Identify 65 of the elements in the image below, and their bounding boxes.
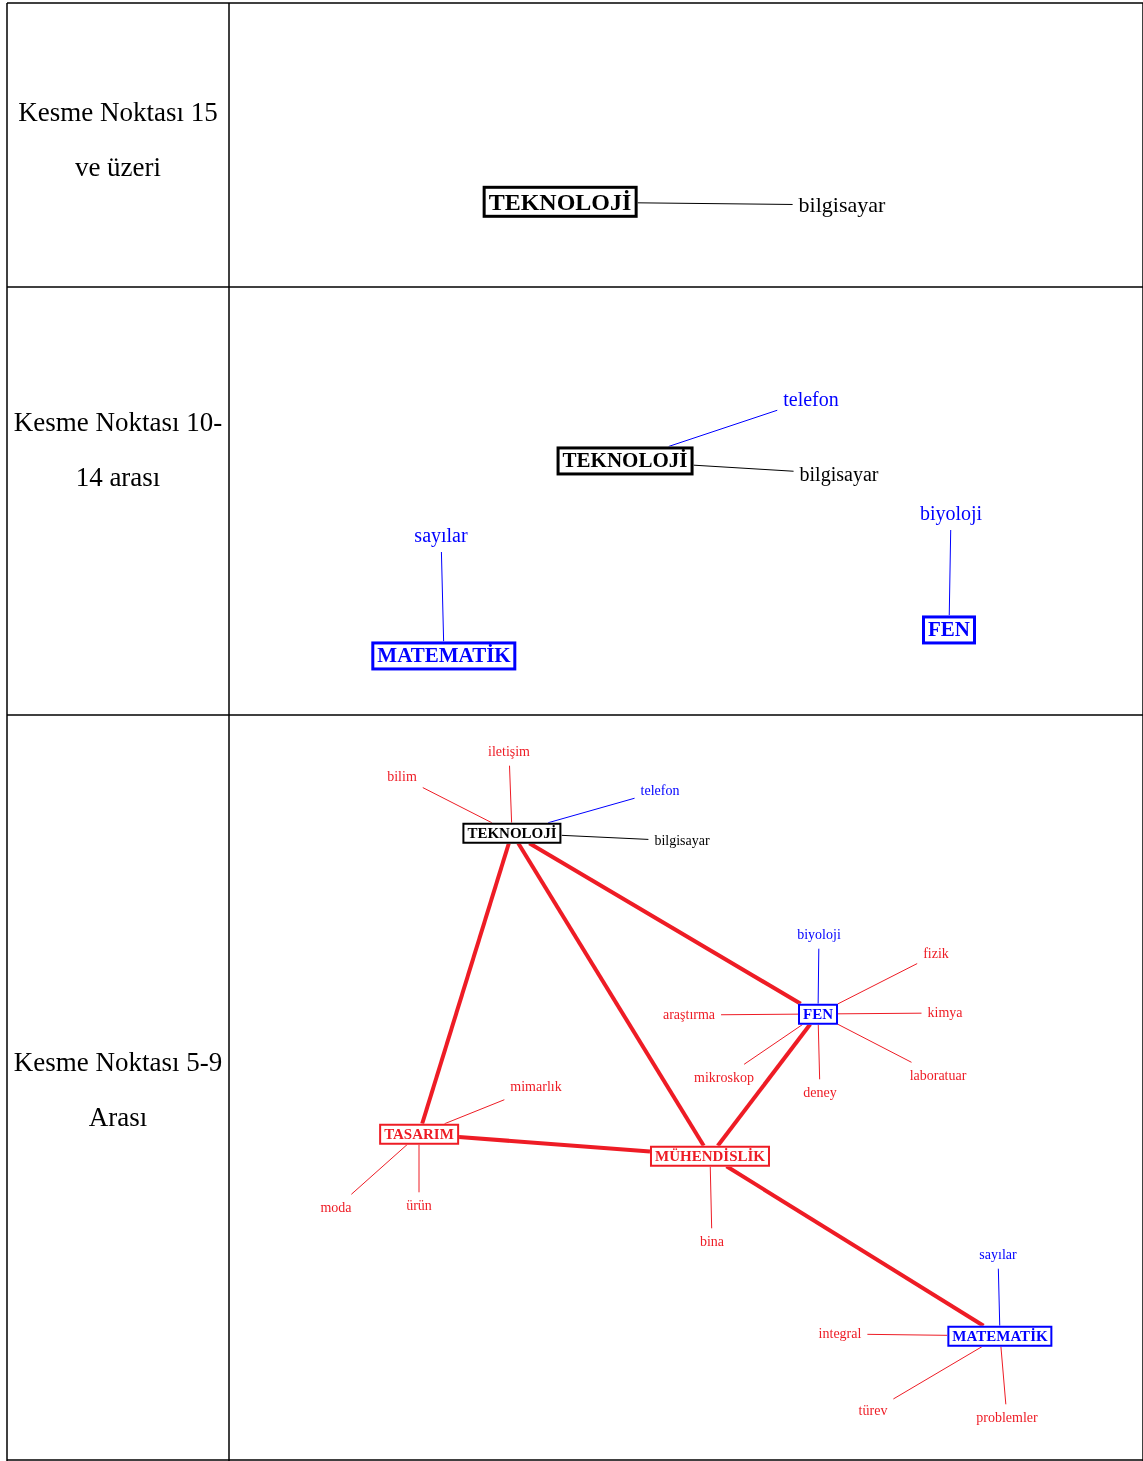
connector-line [440,551,445,642]
connector-line [692,464,795,472]
keyword-text: biyoloji [919,502,983,524]
keyword-text: mikroskop [694,1070,754,1086]
connector-line [547,797,636,824]
connector-line [418,1143,420,1193]
keyword-text: mimarlık [510,1079,562,1095]
keyword-text: bilim [387,769,417,785]
concept-box: TASARIM [379,1123,459,1145]
concept-box: TEKNOLOJİ [482,185,638,219]
connector-line [716,1023,812,1147]
concept-box: TEKNOLOJİ [462,822,562,844]
keyword-text: problemler [976,1410,1038,1426]
keyword-text: deney [803,1085,837,1101]
connector-line [350,1143,408,1195]
keyword-text: bilgisayar [798,192,886,218]
concept-box: MATEMATİK [371,641,517,671]
connector-line [837,1012,922,1015]
connector-line [720,1013,799,1016]
keyword-text: sayılar [979,1247,1017,1263]
keyword-text: moda [320,1200,352,1216]
keyword-text: sayılar [414,524,468,546]
row-header-text: Kesme Noktası 10-14 arası [12,406,224,494]
connector-line [509,765,513,824]
row-header-text: Kesme Noktası 5-9 Arası [12,1046,224,1134]
keyword-text: telefon [783,388,839,410]
keyword-text: iletişim [488,744,530,760]
connector-line [892,1345,984,1400]
keyword-text: bilgisayar [654,833,710,849]
connector-line [817,1023,821,1080]
connector-line [528,841,802,1006]
connector-line [997,1268,1001,1327]
connector-line [709,1165,713,1229]
concept-box: MÜHENDİSLİK [650,1145,770,1167]
keyword-text: bina [699,1234,725,1250]
keyword-text: fizik [923,946,949,962]
keyword-text: telefon [640,783,680,799]
concept-box: FEN [922,615,976,645]
keyword-text: laboratuar [909,1068,967,1084]
keyword-text: türev [858,1403,888,1419]
concept-box: FEN [798,1003,838,1025]
keyword-text: biyoloji [797,927,841,943]
connector-line [444,1099,505,1125]
connector-line [837,963,918,1005]
connector-line [420,842,511,1125]
connector-line [561,834,649,840]
connector-line [516,842,706,1147]
connector-line [1000,1345,1007,1405]
keyword-text: bilgisayar [799,463,879,485]
connector-line [725,1164,985,1328]
connector-line [837,1023,912,1063]
connector-line [817,948,820,1005]
keyword-text: araştırma [662,1007,716,1023]
keyword-text: kimya [927,1005,963,1021]
keyword-text: integral [818,1326,862,1342]
connector-line [948,529,952,616]
keyword-text: ürün [406,1198,432,1214]
connector-line [743,1023,804,1065]
connector-line [866,1333,948,1336]
row-header-text: Kesme Noktası 15 ve üzeri [17,96,219,184]
concept-box: MATEMATİK [947,1325,1053,1347]
connector-line [458,1135,651,1154]
concept-box: TEKNOLOJİ [556,446,694,476]
connector-line [636,202,794,205]
connector-line [422,787,493,824]
